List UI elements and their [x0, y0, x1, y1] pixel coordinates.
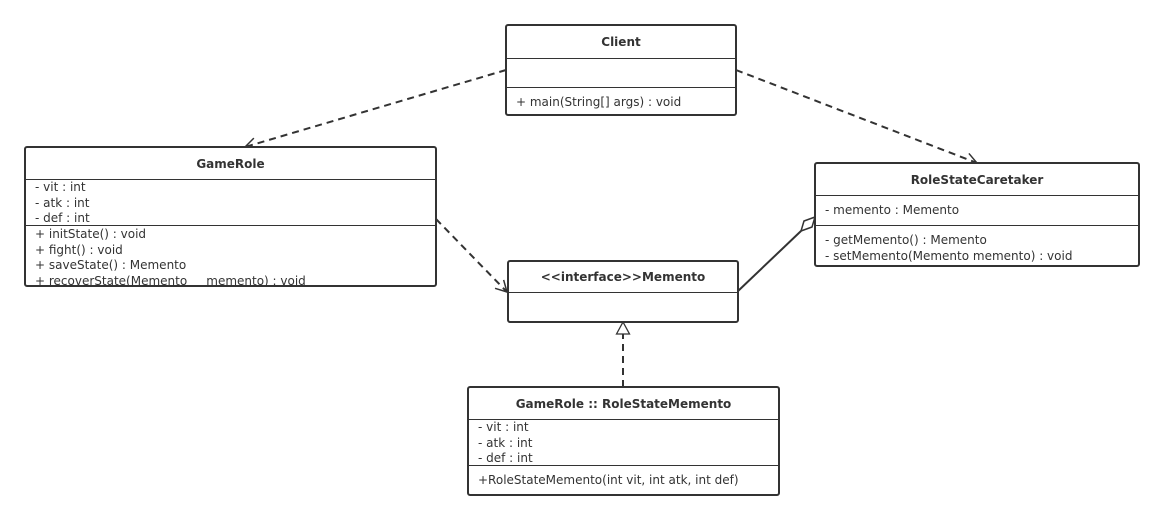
class-rolestatememento[interactable]: GameRole :: RoleStateMemento - vit : int… [467, 386, 780, 496]
class-name: GameRole [26, 148, 435, 180]
class-attributes [507, 59, 735, 88]
aggregation-caretaker-memento[interactable] [736, 230, 802, 293]
operation: + saveState() : Memento [35, 258, 187, 272]
class-attributes: - vit : int - atk : int - def : int [469, 420, 778, 466]
class-operations: + main(String[] args) : void [507, 88, 735, 111]
operation: + initState() : void [35, 227, 147, 241]
attribute: - def : int [478, 451, 533, 465]
dependency-gamerole-memento[interactable] [435, 218, 509, 294]
operation: + recoverState(Memento memento) : void [35, 273, 306, 287]
class-operations: +RoleStateMemento(int vit, int atk, int … [469, 466, 778, 489]
aggregation-diamond [799, 215, 817, 233]
class-operations: - getMemento() : Memento - setMemento(Me… [816, 226, 1138, 264]
class-name: Client [507, 26, 735, 59]
attribute: - atk : int [478, 435, 533, 450]
dependency-client-gamerole[interactable] [243, 69, 507, 151]
attribute: - def : int [35, 211, 90, 225]
attribute: - vit : int [478, 420, 529, 434]
operation: + fight() : void [35, 242, 123, 257]
class-attributes: - memento : Memento [816, 196, 1138, 226]
attribute: - vit : int [35, 180, 86, 194]
operation: + main(String[] args) : void [516, 95, 682, 109]
class-rolestatecaretaker[interactable]: RoleStateCaretaker - memento : Memento -… [814, 162, 1140, 267]
operation: - getMemento() : Memento [825, 233, 987, 247]
class-body [509, 293, 737, 321]
class-gamerole[interactable]: GameRole - vit : int - atk : int - def :… [24, 146, 437, 287]
operation: +RoleStateMemento(int vit, int atk, int … [478, 473, 739, 487]
attribute: - memento : Memento [825, 203, 960, 217]
attribute: - atk : int [35, 195, 90, 210]
dependency-client-caretaker[interactable] [735, 69, 979, 166]
class-attributes: - vit : int - atk : int - def : int [26, 180, 435, 226]
class-memento-interface[interactable]: <<interface>>Memento [507, 260, 739, 323]
class-name: GameRole :: RoleStateMemento [469, 388, 778, 420]
class-name: <<interface>>Memento [509, 262, 737, 293]
operation: - setMemento(Memento memento) : void [825, 248, 1073, 263]
class-name: RoleStateCaretaker [816, 164, 1138, 196]
class-operations: + initState() : void + fight() : void + … [26, 226, 435, 287]
class-client[interactable]: Client + main(String[] args) : void [505, 24, 737, 116]
